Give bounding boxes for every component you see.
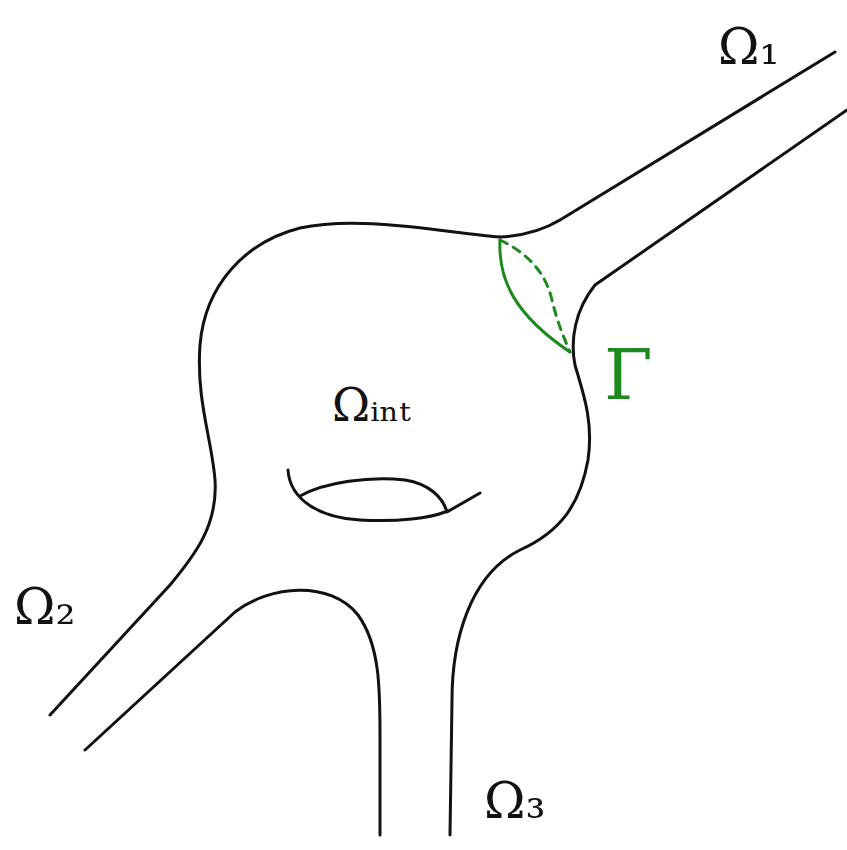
- interface-back: [500, 240, 570, 352]
- hole-upper: [300, 479, 480, 512]
- region-label: Γ: [604, 340, 653, 410]
- outline-tube-2-3: [85, 590, 380, 835]
- hole-lower: [288, 470, 445, 521]
- outline-tube-3-1: [450, 110, 847, 835]
- interface-front: [500, 240, 570, 352]
- region-label: Ωᵢₙₜ: [332, 382, 411, 428]
- region-label: Ω₂: [14, 582, 76, 632]
- outline-upper: [50, 52, 835, 715]
- region-label: Ω₁: [718, 22, 780, 72]
- region-label: Ω₃: [484, 776, 546, 826]
